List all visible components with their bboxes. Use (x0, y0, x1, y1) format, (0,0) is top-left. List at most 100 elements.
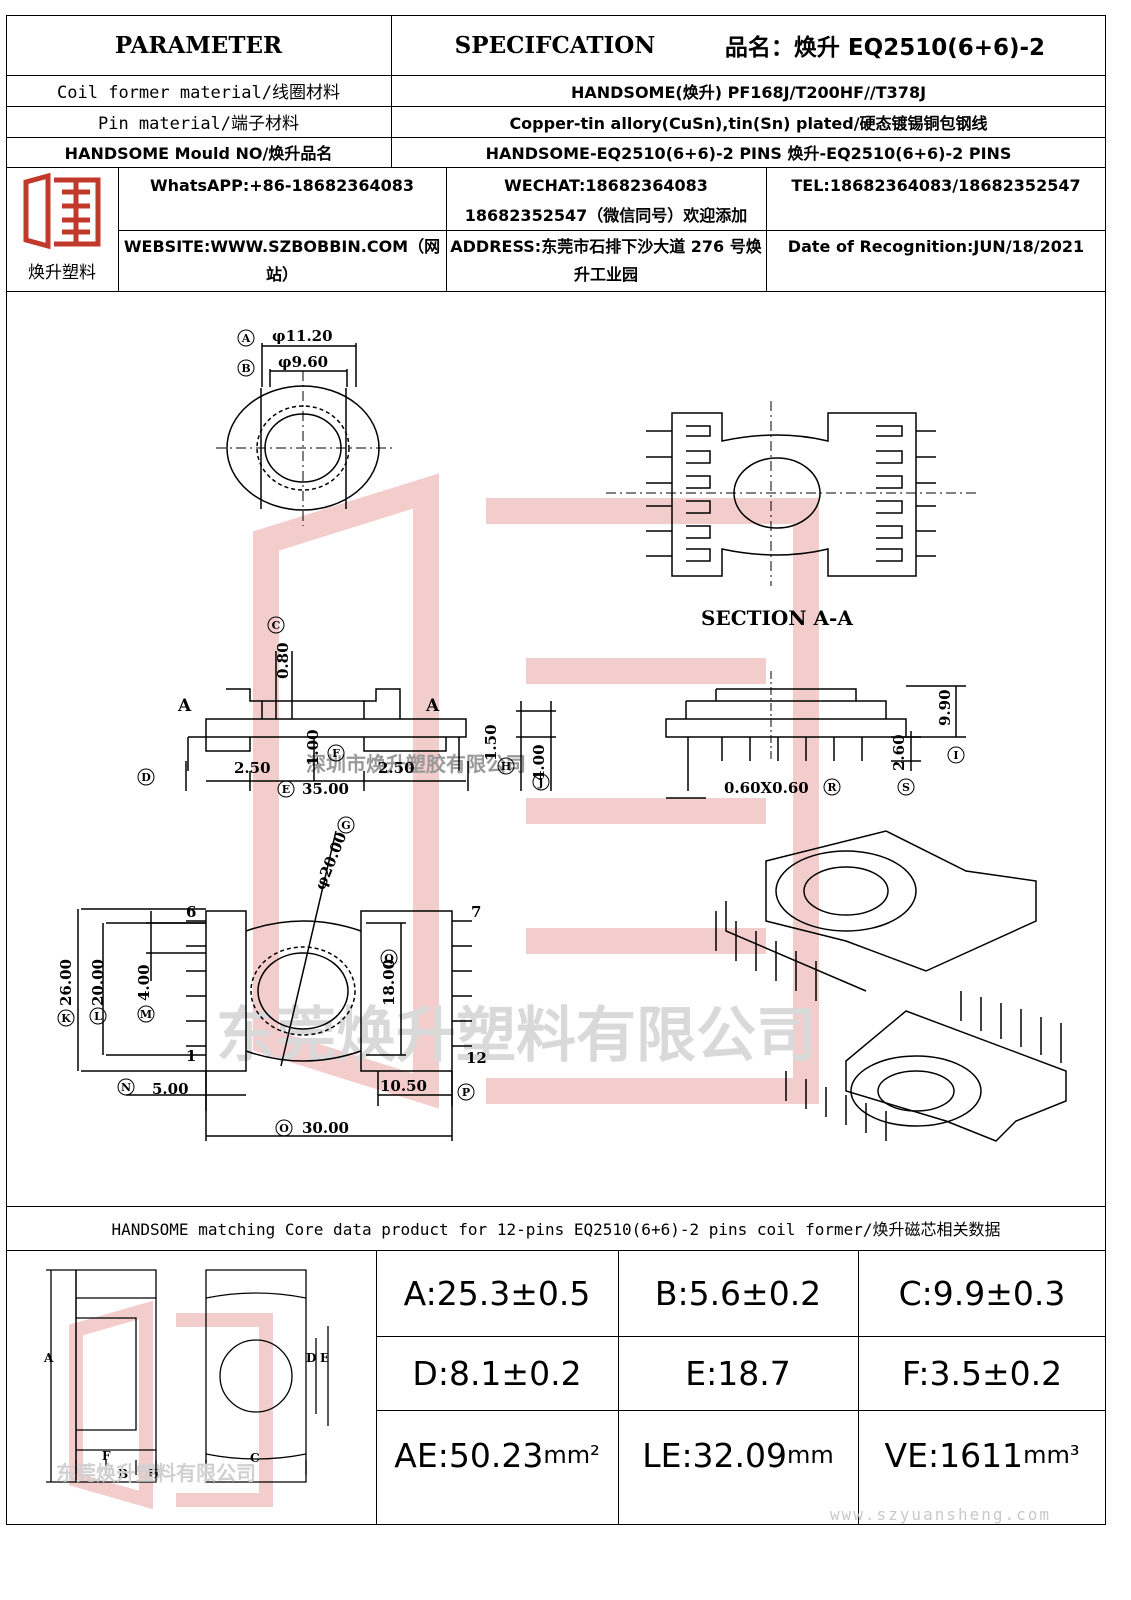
svg-text:1.50: 1.50 (482, 724, 500, 761)
contact-divider (118, 167, 119, 291)
svg-text:2.50: 2.50 (234, 759, 271, 777)
core-top-divider (6, 1206, 1106, 1207)
row-divider (6, 75, 1106, 76)
logo-caption: 焕升塑料 (28, 262, 96, 283)
svg-text:M: M (140, 1008, 152, 1021)
section-label: SECTION A-A (701, 606, 853, 630)
svg-text:0.60X0.60: 0.60X0.60 (724, 779, 809, 797)
svg-text:B: B (118, 1467, 128, 1481)
svg-text:4.00: 4.00 (135, 964, 153, 1001)
svg-text:B: B (241, 362, 250, 375)
row-divider (6, 106, 1106, 107)
svg-text:18.00: 18.00 (380, 959, 398, 1006)
core-value-e: E:18.7 (685, 1353, 791, 1393)
watermark-company-mid: 东莞焕升塑料有限公司 (216, 1001, 816, 1071)
svg-text:6: 6 (186, 903, 196, 921)
core-data-title: HANDSOME matching Core data product for … (111, 1220, 1001, 1239)
watermark-logo (253, 473, 819, 1109)
svg-text:P: P (462, 1086, 470, 1099)
svg-text:E: E (282, 783, 290, 796)
svg-text:F: F (102, 1449, 111, 1463)
dim-b: φ9.60 (278, 353, 328, 371)
svg-text:10.50: 10.50 (380, 1077, 427, 1095)
mould-no-value: HANDSOME-EQ2510(6+6)-2 PINS 焕升-EQ2510(6+… (485, 144, 1012, 163)
coil-former-material-label: Coil former material/线圈材料 (57, 83, 340, 103)
svg-text:D: D (141, 771, 151, 784)
pin-material-value: Copper-tin allory(CuSn),tin(Sn) plated/硬… (509, 113, 988, 133)
svg-text:R: R (827, 781, 837, 794)
recognition-date: Date of Recognition:JUN/18/2021 (787, 236, 1085, 256)
telephone-contact: TEL:18682364083/18682352547 (791, 175, 1081, 195)
svg-text:0.80: 0.80 (274, 642, 292, 679)
svg-text:4.00: 4.00 (530, 744, 548, 781)
svg-text:26.00: 26.00 (57, 959, 75, 1006)
contact-bottom-divider (6, 291, 1106, 292)
mould-no-label: HANDSOME Mould NO/焕升品名 (64, 144, 333, 163)
core-value-b: B:5.6±0.2 (654, 1273, 822, 1313)
header-divider (391, 15, 392, 167)
svg-text:G: G (341, 819, 350, 832)
website-watermark: www.szyuansheng.com (830, 1505, 1052, 1524)
core-value-a: A:25.3±0.5 (403, 1273, 591, 1313)
svg-text:H: H (148, 1467, 159, 1481)
product-name: 品名：焕升 EQ2510(6+6)-2 (724, 35, 1046, 61)
core-diagram: A D E F B H C 东莞焕升塑料有限公司 (6, 1250, 376, 1525)
core-divider (618, 1250, 619, 1525)
core-outline-diagram: A D E F B H C 东莞焕升塑料有限公司 (43, 1269, 329, 1510)
svg-text:20.00: 20.00 (89, 959, 107, 1006)
dim-a: φ11.20 (272, 327, 333, 345)
pin-material-label: Pin material/端子材料 (97, 114, 300, 134)
contact-divider (446, 167, 447, 291)
contact-divider (766, 167, 767, 291)
svg-text:35.00: 35.00 (302, 780, 349, 798)
svg-text:C: C (272, 619, 281, 632)
core-divider (376, 1336, 1106, 1337)
svg-text:E: E (320, 1351, 329, 1365)
svg-text:A: A (425, 696, 440, 716)
core-divider (376, 1250, 377, 1525)
address-text: ADDRESS:东莞市石排下沙大道 276 号焕升工业园 (450, 237, 762, 284)
company-logo (18, 172, 104, 252)
svg-text:9.90: 9.90 (936, 689, 954, 726)
contact-divider (118, 230, 1106, 231)
svg-text:φ20.00: φ20.00 (311, 830, 350, 893)
wechat-contact: WECHAT:18682364083 (504, 175, 708, 195)
whatsapp-contact: WhatsAPP:+86-18682364083 (149, 175, 414, 195)
svg-text:5.00: 5.00 (152, 1080, 189, 1098)
svg-text:D: D (306, 1351, 316, 1365)
core-value-d: D:8.1±0.2 (412, 1353, 582, 1393)
bobbin-logo-icon (23, 172, 101, 250)
svg-text:1.00: 1.00 (304, 729, 322, 766)
svg-text:L: L (94, 1010, 102, 1023)
svg-text:2.60: 2.60 (890, 734, 908, 771)
core-value-f: F:3.5±0.2 (901, 1353, 1063, 1393)
svg-text:7: 7 (471, 903, 481, 921)
core-divider (376, 1410, 1106, 1411)
svg-text:S: S (902, 781, 910, 794)
svg-text:C: C (250, 1451, 260, 1465)
row-divider (6, 137, 1106, 138)
svg-text:Q: Q (384, 952, 394, 965)
svg-text:O: O (279, 1122, 289, 1135)
svg-text:F: F (332, 747, 340, 760)
svg-text:A: A (177, 696, 192, 716)
svg-text:N: N (121, 1081, 131, 1094)
svg-text:1: 1 (186, 1047, 196, 1065)
bobbin-drawing: 深圳市焕升塑胶有限公司 东莞焕升塑料有限公司 (57, 327, 1067, 1142)
watermark-company-top: 深圳市焕升塑胶有限公司 (306, 752, 526, 776)
svg-text:J: J (537, 776, 543, 789)
core-value-c: C:9.9±0.3 (898, 1273, 1066, 1313)
website-link[interactable]: WEBSITE:WWW.SZBOBBIN.COM（网站） (123, 237, 441, 284)
core-watermark: 东莞焕升塑料有限公司 (56, 1461, 256, 1485)
core-divider (858, 1250, 859, 1525)
svg-text:12: 12 (466, 1049, 487, 1067)
svg-text:A: A (241, 332, 251, 345)
svg-text:A: A (43, 1351, 54, 1365)
svg-text:I: I (953, 749, 958, 762)
core-title-divider (6, 1250, 1106, 1251)
svg-text:H: H (501, 760, 511, 773)
svg-text:30.00: 30.00 (302, 1119, 349, 1137)
